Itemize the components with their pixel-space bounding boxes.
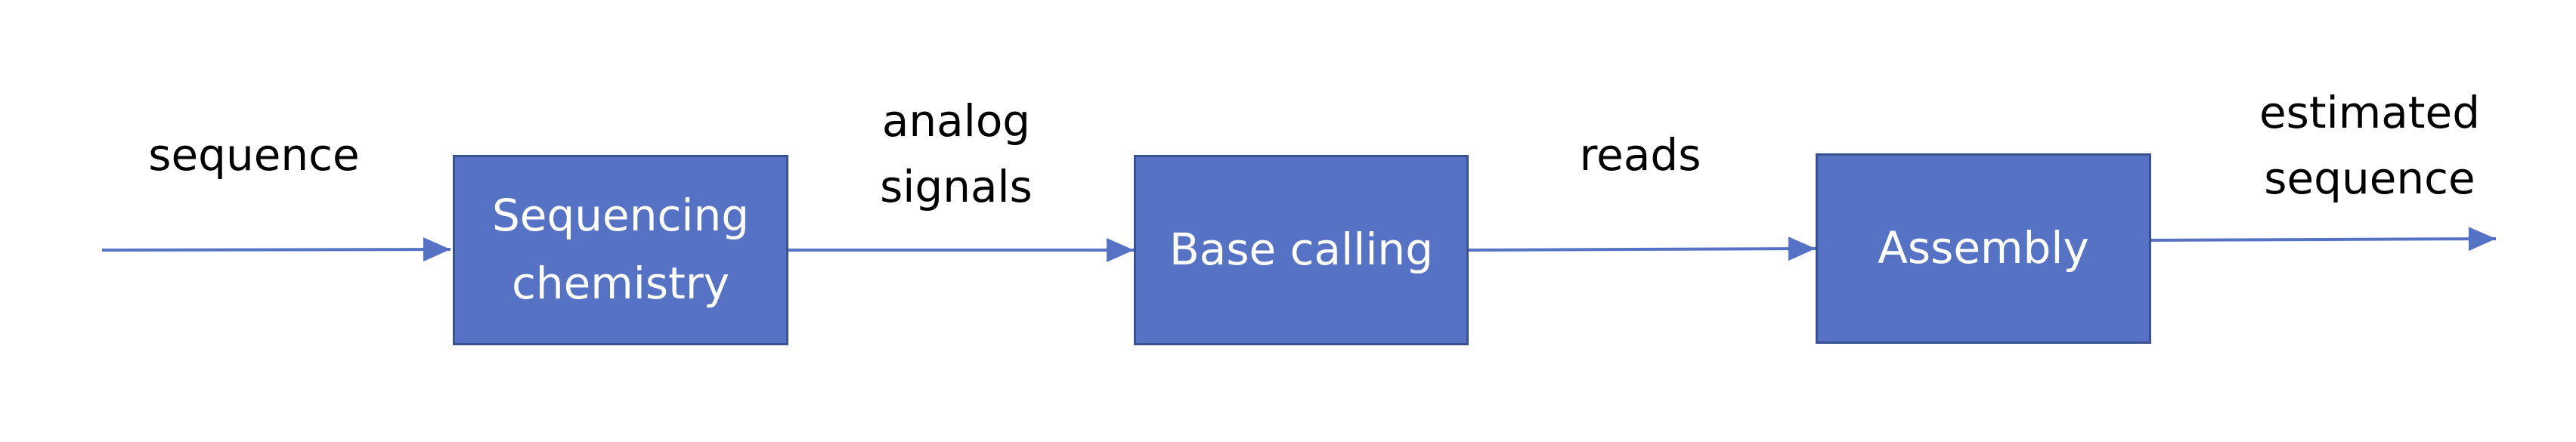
assembly-label: Assembly: [1878, 222, 2089, 274]
base-calling-block: Base calling: [1134, 155, 1469, 345]
reads-arrow: [1468, 236, 1816, 261]
sequencing-chemistry-label: Sequencing chemistry: [491, 190, 750, 309]
input-arrow: [101, 237, 451, 262]
reads-label: reads: [1579, 129, 1701, 181]
estimated-sequence-label: estimated sequence: [2259, 87, 2481, 204]
analog-signals-label: analog signals: [880, 95, 1033, 212]
base-calling-label: Base calling: [1169, 224, 1434, 276]
assembly-block: Assembly: [1816, 153, 2151, 344]
sequencing-chemistry-block: Sequencing chemistry: [453, 155, 788, 345]
output-arrow: [2150, 227, 2497, 252]
input-sequence-label: sequence: [148, 129, 360, 181]
